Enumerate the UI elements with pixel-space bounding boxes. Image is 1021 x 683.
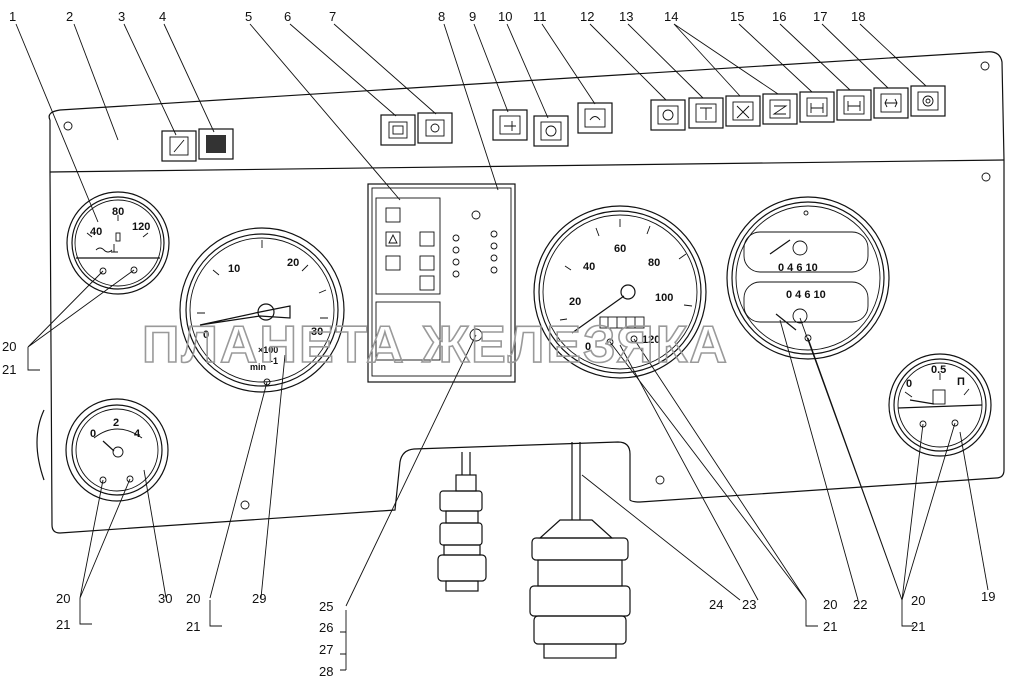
speedo-tick-2: 40 bbox=[583, 261, 595, 273]
callout-2: 2 bbox=[66, 9, 73, 24]
tacho-tick-1: 10 bbox=[228, 263, 240, 275]
temp-tick-2: 120 bbox=[132, 221, 150, 233]
callout-24: 24 bbox=[709, 597, 723, 612]
warning-lamp-block bbox=[367, 183, 516, 383]
callout-22: 22 bbox=[853, 597, 867, 612]
oil-tick-2: 4 bbox=[134, 428, 141, 440]
switch-12 bbox=[650, 99, 686, 131]
callout-23: 23 bbox=[742, 597, 756, 612]
callout-1: 1 bbox=[9, 9, 16, 24]
callout-12: 12 bbox=[580, 9, 594, 24]
top-callouts: 1 2 3 4 5 6 7 8 9 10 11 12 13 14 15 16 1… bbox=[9, 9, 865, 24]
tacho-unit-exp: -1 bbox=[270, 356, 278, 366]
callout-20c: 20 bbox=[186, 591, 200, 606]
callout-8: 8 bbox=[438, 9, 445, 24]
speedo-tick-1: 20 bbox=[569, 296, 581, 308]
tachometer: 0 10 20 30 ×100 min -1 bbox=[179, 227, 345, 393]
speedo-tick-6: 120 bbox=[642, 334, 660, 346]
callout-21c: 21 bbox=[186, 619, 200, 634]
watermark: ПЛАНЕТА ЖЕЛЕЗЯКА bbox=[142, 316, 729, 374]
tacho-multiplier: ×100 bbox=[258, 345, 278, 355]
air-upper-scale: 0 4 6 10 bbox=[778, 262, 818, 274]
tacho-tick-2: 20 bbox=[287, 257, 299, 269]
connector-left bbox=[437, 452, 487, 592]
speedo-tick-5: 100 bbox=[655, 292, 673, 304]
speedo-tick-0: 0 bbox=[585, 341, 591, 353]
callout-16: 16 bbox=[772, 9, 786, 24]
switch-11 bbox=[577, 102, 613, 134]
temp-tick-0: 40 bbox=[90, 226, 102, 238]
switch-16 bbox=[799, 91, 835, 123]
tacho-tick-0: 0 bbox=[203, 329, 209, 341]
callout-9: 9 bbox=[469, 9, 476, 24]
callout-6: 6 bbox=[284, 9, 291, 24]
coolant-temperature-gauge: 40 80 120 bbox=[66, 191, 170, 295]
callout-27: 27 bbox=[319, 642, 333, 657]
mounting-holes bbox=[63, 61, 991, 510]
callout-15: 15 bbox=[730, 9, 744, 24]
switch-row bbox=[161, 85, 946, 162]
switch-10 bbox=[533, 115, 569, 147]
switch-17a bbox=[836, 89, 872, 121]
callout-13: 13 bbox=[619, 9, 633, 24]
oil-pressure-gauge: 0 2 4 bbox=[65, 398, 169, 502]
callout-19: 19 bbox=[981, 589, 995, 604]
callout-11: 11 bbox=[533, 9, 547, 24]
callout-20e: 20 bbox=[911, 593, 925, 608]
speedo-tick-4: 80 bbox=[648, 257, 660, 269]
callout-21a: 21 bbox=[2, 362, 16, 377]
bottom-callouts: 20 21 20 21 30 20 21 29 25 26 27 28 24 2… bbox=[2, 339, 995, 679]
switch-14 bbox=[725, 95, 761, 127]
switch-7 bbox=[417, 112, 453, 144]
oil-tick-1: 2 bbox=[113, 417, 119, 429]
air-lower-scale: 0 4 6 10 bbox=[786, 289, 826, 301]
callout-30: 30 bbox=[158, 591, 172, 606]
callout-17: 17 bbox=[813, 9, 827, 24]
speedo-tick-3: 60 bbox=[614, 243, 626, 255]
switch-18 bbox=[910, 85, 946, 117]
tacho-tick-3: 30 bbox=[311, 326, 323, 338]
fuel-level-gauge: 0 0.5 П bbox=[888, 353, 992, 457]
callout-21d: 21 bbox=[823, 619, 837, 634]
switch-17b bbox=[873, 87, 909, 119]
tacho-unit: min bbox=[250, 362, 266, 372]
switch-15 bbox=[762, 93, 798, 125]
callout-5: 5 bbox=[245, 9, 252, 24]
callout-3: 3 bbox=[118, 9, 125, 24]
speedometer: 0 20 40 60 80 100 120 bbox=[533, 205, 707, 379]
connector-right bbox=[529, 442, 631, 659]
callout-7: 7 bbox=[329, 9, 336, 24]
fuel-tick-2: П bbox=[957, 376, 965, 388]
temp-tick-1: 80 bbox=[112, 206, 124, 218]
callout-21b: 21 bbox=[56, 617, 70, 632]
fuel-tick-0: 0 bbox=[906, 378, 912, 390]
switch-13 bbox=[688, 97, 724, 129]
panel-body bbox=[36, 51, 1005, 534]
air-pressure-gauge: 0 4 6 10 0 4 6 10 bbox=[726, 196, 890, 360]
callout-14: 14 bbox=[664, 9, 678, 24]
callout-21e: 21 bbox=[911, 619, 925, 634]
oil-tick-0: 0 bbox=[90, 428, 96, 440]
callout-20b: 20 bbox=[56, 591, 70, 606]
switch-6 bbox=[380, 114, 416, 146]
callout-4: 4 bbox=[159, 9, 166, 24]
callout-28: 28 bbox=[319, 664, 333, 679]
callout-20d: 20 bbox=[823, 597, 837, 612]
callout-20a: 20 bbox=[2, 339, 16, 354]
switch-3 bbox=[161, 130, 197, 162]
callout-25: 25 bbox=[319, 599, 333, 614]
callout-29: 29 bbox=[252, 591, 266, 606]
callout-26: 26 bbox=[319, 620, 333, 635]
switch-9 bbox=[492, 109, 528, 141]
leader-lines bbox=[15, 23, 989, 670]
switch-4 bbox=[198, 128, 234, 160]
fuel-tick-1: 0.5 bbox=[931, 364, 946, 376]
callout-10: 10 bbox=[498, 9, 512, 24]
callout-18: 18 bbox=[851, 9, 865, 24]
